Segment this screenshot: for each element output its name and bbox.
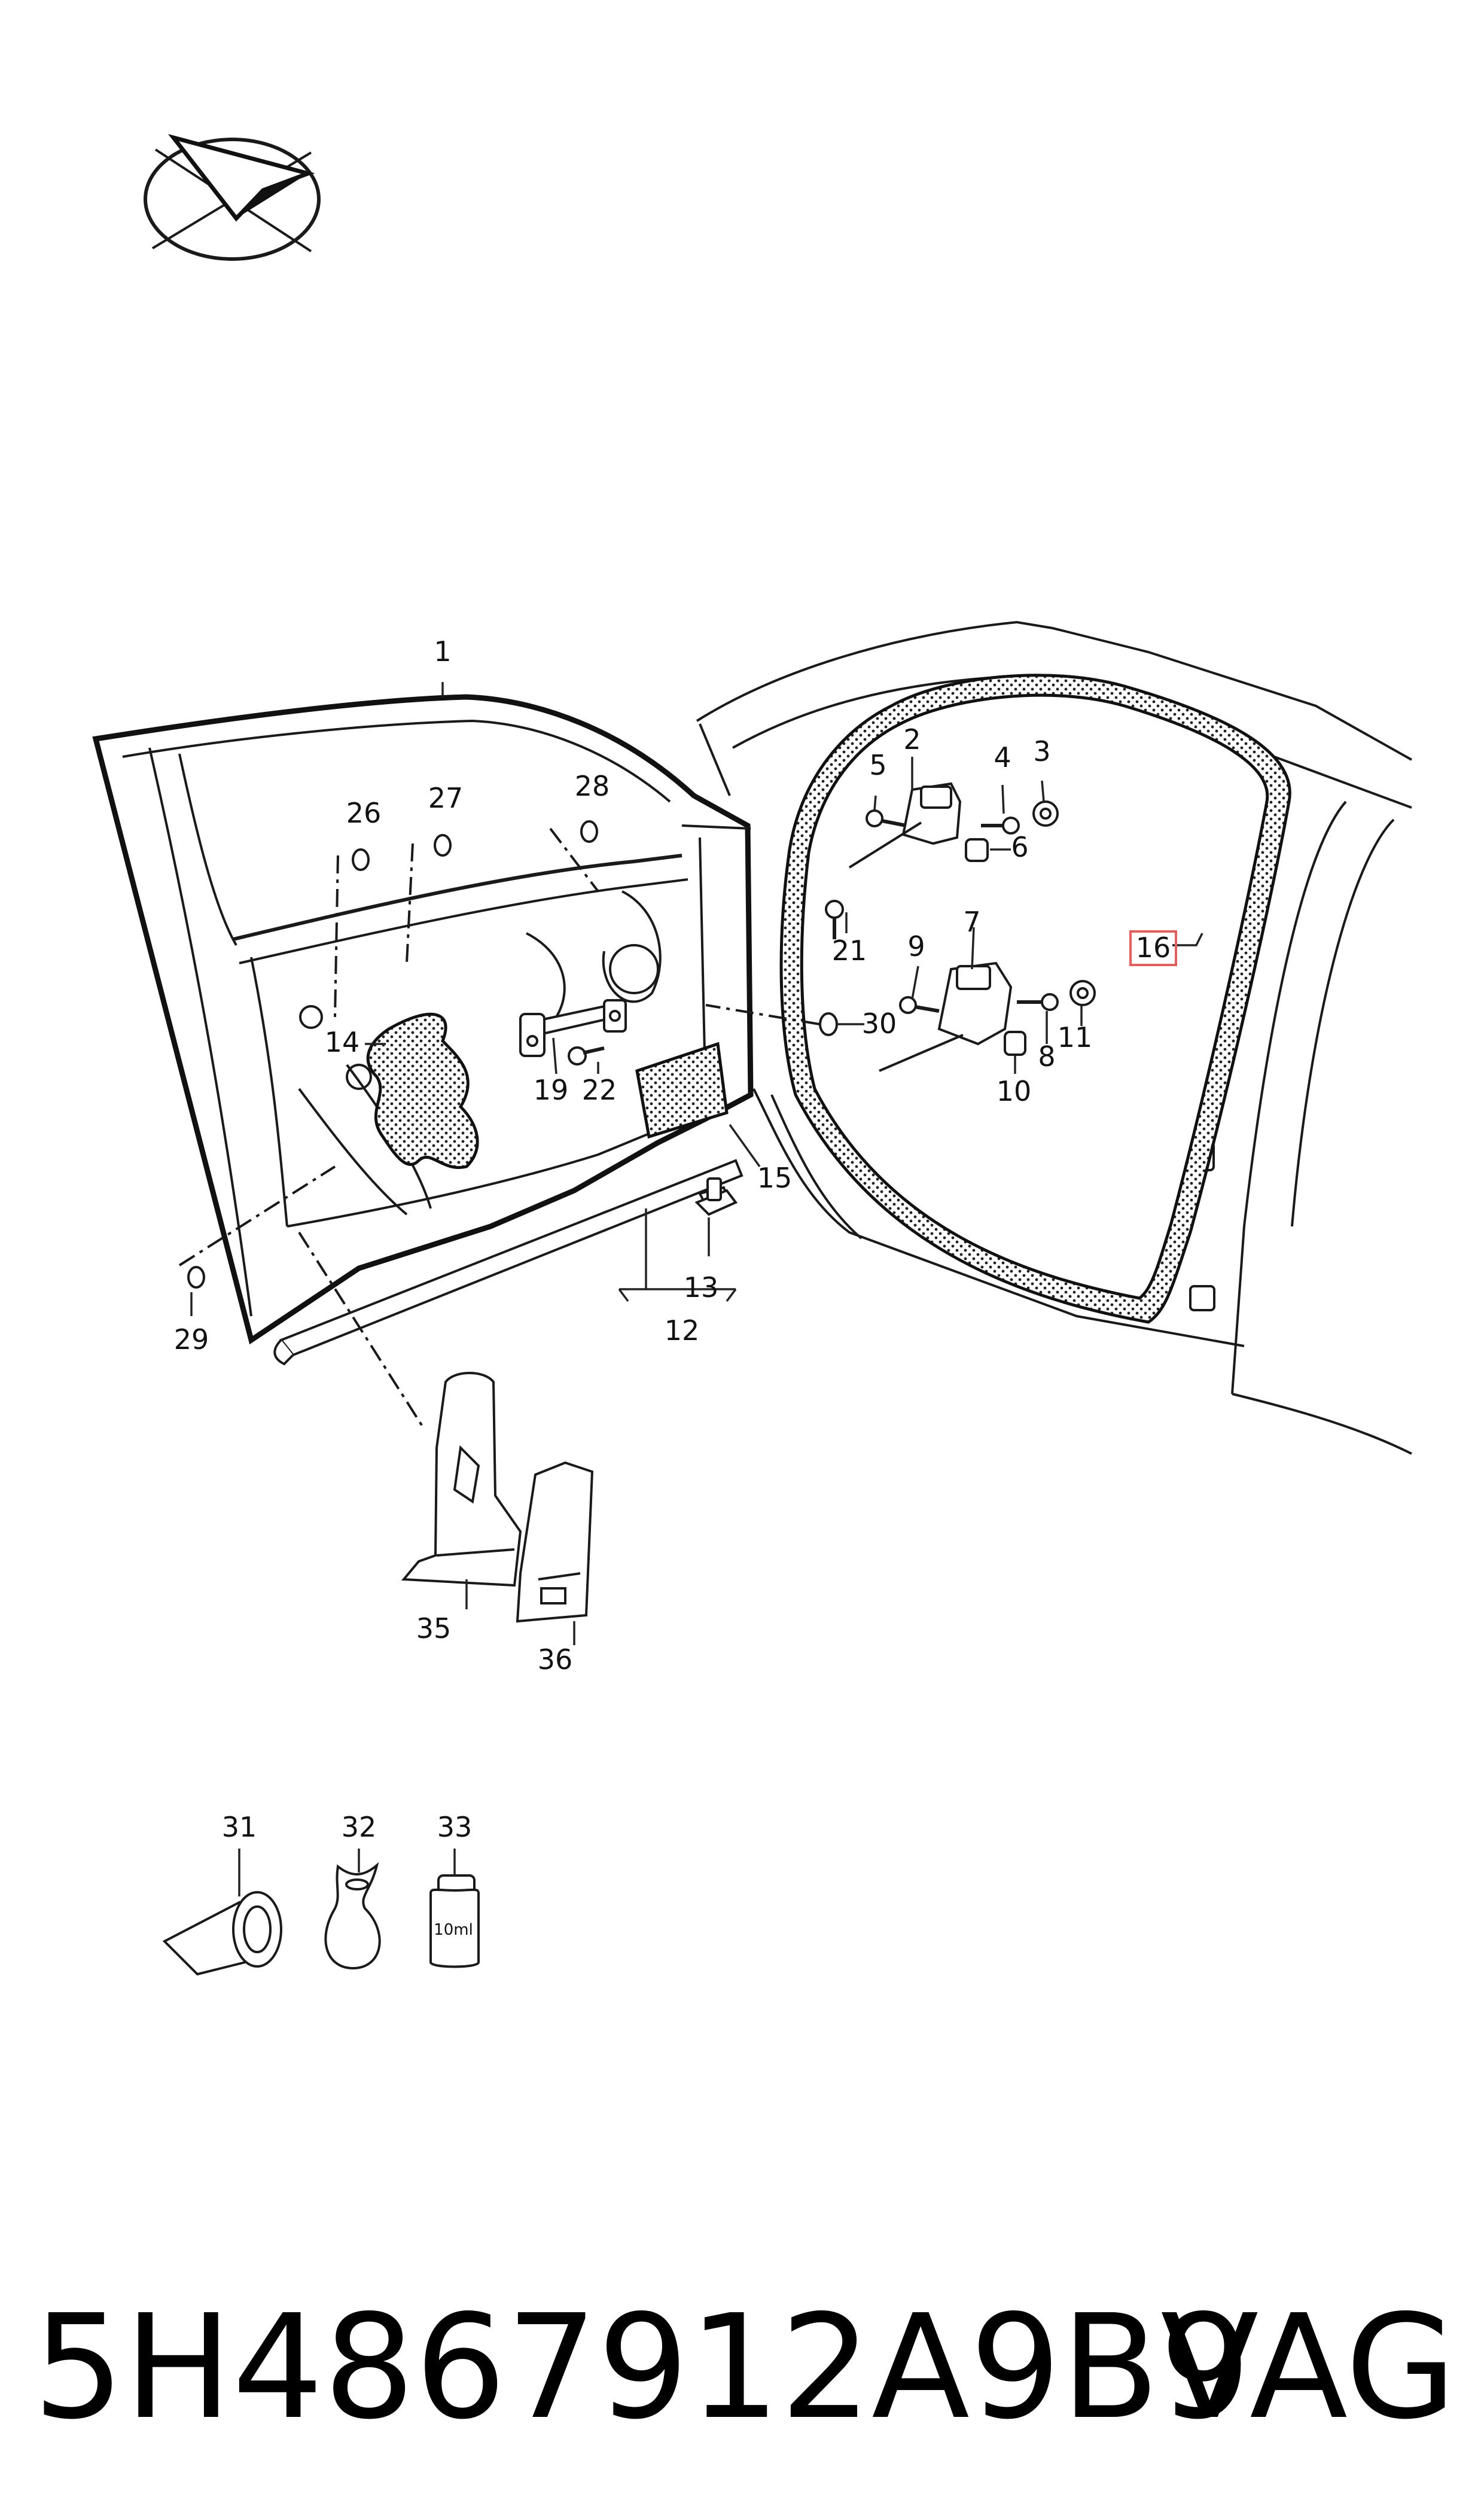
callout-15: 15: [757, 1162, 793, 1194]
pad-plate: [635, 1042, 729, 1139]
callout-1: 1: [434, 635, 451, 668]
insulation-pad: [366, 1012, 479, 1170]
callout-27: 27: [428, 782, 464, 814]
callout-10: 10: [997, 1075, 1032, 1107]
callout-9: 9: [907, 930, 925, 963]
bottle-label: 10ml: [434, 1921, 473, 1939]
bolt: [981, 817, 1020, 835]
callout-29: 29: [174, 1323, 209, 1356]
callout-16: 16: [1136, 931, 1171, 964]
bolt: [899, 996, 940, 1014]
door-shell: [92, 694, 754, 1345]
bolt: [825, 900, 844, 939]
upper-hinge: [848, 782, 962, 869]
callout-8: 8: [1038, 1040, 1055, 1073]
callout-5: 5: [869, 749, 886, 781]
callout-4: 4: [994, 741, 1011, 774]
bushing: [965, 838, 989, 862]
adhesive-bottle-icon: [429, 1874, 480, 1968]
callout-19: 19: [534, 1074, 569, 1106]
callout-2: 2: [903, 723, 921, 756]
bushing: [1004, 1031, 1026, 1056]
lower-hinge: [879, 961, 1013, 1072]
plug-icon: [819, 1012, 838, 1036]
nut: [1069, 980, 1096, 1006]
callout-28: 28: [575, 770, 610, 802]
plug-icon: [352, 848, 370, 871]
callout-35: 35: [416, 1612, 452, 1645]
callout-14: 14: [325, 1026, 360, 1058]
plug-icon: [187, 1266, 205, 1289]
highlight-box: [1129, 930, 1177, 966]
door-check: [519, 999, 627, 1057]
door-seal: [779, 674, 1291, 1324]
callout-30: 30: [862, 1007, 897, 1040]
bolt: [1017, 993, 1059, 1011]
tape-roll-icon: [162, 1891, 282, 1976]
nut: [1032, 800, 1059, 827]
callout-32: 32: [342, 1811, 377, 1843]
bolt: [568, 1046, 605, 1065]
callout-26: 26: [346, 797, 382, 829]
brand-name: VAG: [1160, 2283, 1456, 2451]
callout-7: 7: [963, 906, 980, 938]
callout-6: 6: [1011, 831, 1028, 863]
callout-33: 33: [437, 1811, 473, 1843]
callout-36: 36: [538, 1643, 573, 1676]
orientation-logo-icon: [144, 133, 321, 261]
plug-icon: [434, 834, 452, 857]
plug-icon: [580, 820, 598, 843]
part-number: 5H4867912A9B9: [33, 2283, 1251, 2451]
callout-22: 22: [582, 1074, 617, 1106]
callout-12: 12: [665, 1314, 700, 1347]
callout-3: 3: [1033, 735, 1050, 768]
callout-13: 13: [684, 1271, 719, 1304]
callout-11: 11: [1058, 1021, 1093, 1054]
clip: [694, 1177, 738, 1216]
sealant-bag-icon: [324, 1862, 381, 1970]
callout-31: 31: [222, 1811, 257, 1843]
trim-cover: [516, 1461, 594, 1623]
trim-panel: [401, 1372, 522, 1587]
callout-21: 21: [832, 934, 867, 967]
